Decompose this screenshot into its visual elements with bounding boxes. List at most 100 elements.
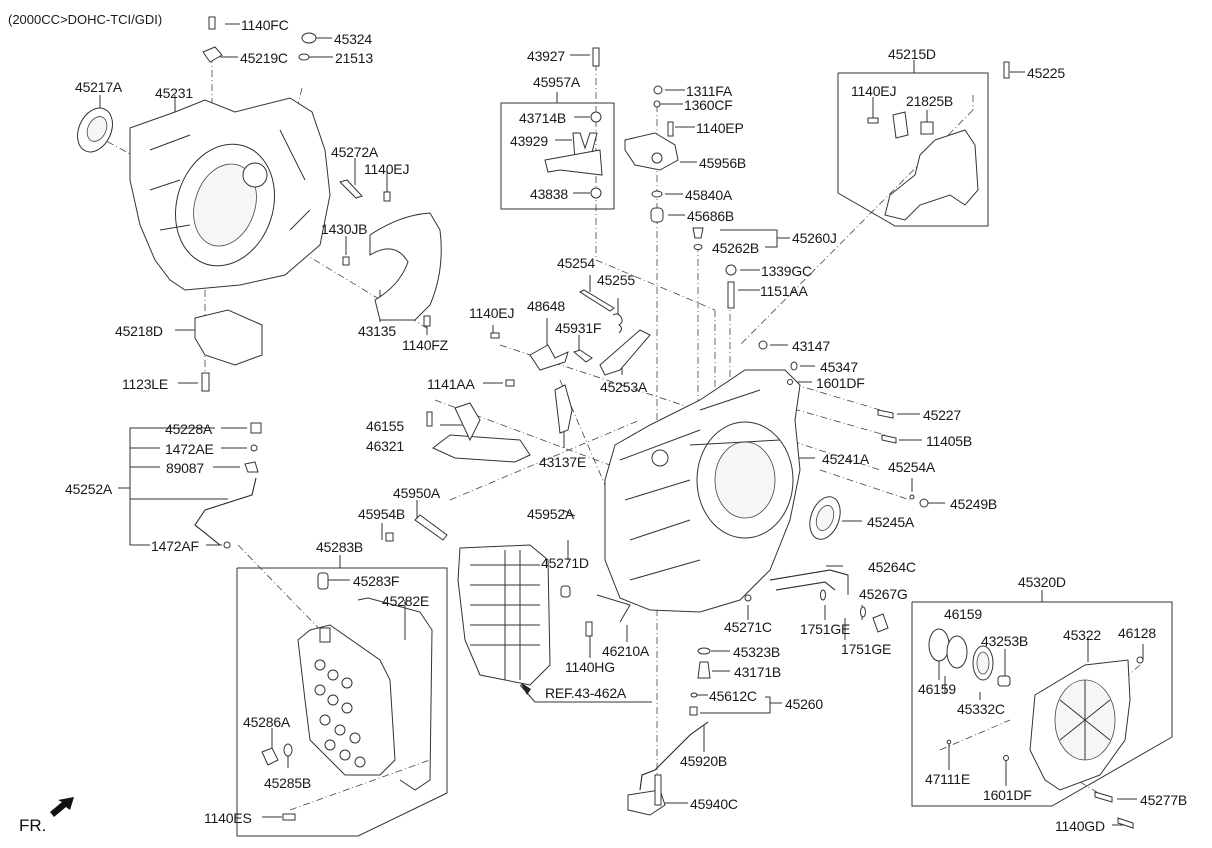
part-label-45217A[interactable]: 45217A xyxy=(75,79,123,95)
part-label-45260J[interactable]: 45260J xyxy=(792,230,837,246)
part-label-1140EP[interactable]: 1140EP xyxy=(696,120,744,136)
part-label-45245A[interactable]: 45245A xyxy=(867,514,915,530)
part-label-45272A[interactable]: 45272A xyxy=(331,144,379,160)
part-label-1360CF[interactable]: 1360CF xyxy=(684,97,733,113)
part-label-1123LE[interactable]: 1123LE xyxy=(122,376,169,392)
part-label-1430JB[interactable]: 1430JB xyxy=(321,221,368,237)
part-label-1472AE[interactable]: 1472AE xyxy=(165,441,214,457)
plug-45260 xyxy=(689,706,698,716)
part-label-45264C[interactable]: 45264C xyxy=(868,559,916,575)
part-label-45347[interactable]: 45347 xyxy=(820,359,858,375)
part-label-48648[interactable]: 48648 xyxy=(527,298,565,314)
part-label-1140GD[interactable]: 1140GD xyxy=(1055,818,1105,834)
part-label-43137E[interactable]: 43137E xyxy=(539,454,587,470)
part-label-45267G[interactable]: 45267G xyxy=(859,586,908,602)
part-label-45286A[interactable]: 45286A xyxy=(243,714,291,730)
bolt-45277B xyxy=(1094,791,1113,803)
part-label-45225[interactable]: 45225 xyxy=(1027,65,1065,81)
part-label-1311FA[interactable]: 1311FA xyxy=(686,83,733,99)
part-label-45255[interactable]: 45255 xyxy=(597,272,635,288)
part-label-45260[interactable]: 45260 xyxy=(785,696,823,712)
part-label-45252A[interactable]: 45252A xyxy=(65,481,113,497)
part-label-1751GE-b[interactable]: 1751GE xyxy=(841,641,892,657)
part-label-1140EJ-c[interactable]: 1140EJ xyxy=(469,305,515,321)
part-label-43135[interactable]: 43135 xyxy=(358,323,396,339)
part-label-46128[interactable]: 46128 xyxy=(1118,625,1156,641)
part-label-43929[interactable]: 43929 xyxy=(510,133,548,149)
part-label-46210A[interactable]: 46210A xyxy=(602,643,650,659)
part-label-89087[interactable]: 89087 xyxy=(166,460,204,476)
part-label-45320D[interactable]: 45320D xyxy=(1018,574,1066,590)
part-label-45254[interactable]: 45254 xyxy=(557,255,595,271)
part-label-45954B[interactable]: 45954B xyxy=(358,506,406,522)
part-label-46321[interactable]: 46321 xyxy=(366,438,404,454)
part-label-1140EJ[interactable]: 1140EJ xyxy=(364,161,410,177)
part-label-45940C[interactable]: 45940C xyxy=(690,796,738,812)
part-label-43714B[interactable]: 43714B xyxy=(519,110,567,126)
part-label-45283F[interactable]: 45283F xyxy=(353,573,400,589)
nut-1339GC xyxy=(725,264,737,276)
part-label-1141AA[interactable]: 1141AA xyxy=(427,376,475,392)
part-label-45931F[interactable]: 45931F xyxy=(555,320,602,336)
part-label-45322[interactable]: 45322 xyxy=(1063,627,1101,643)
part-label-45249B[interactable]: 45249B xyxy=(950,496,998,512)
part-label-45253A[interactable]: 45253A xyxy=(600,379,648,395)
part-label-45950A[interactable]: 45950A xyxy=(393,485,441,501)
part-label-43253B[interactable]: 43253B xyxy=(981,633,1029,649)
part-label-45218D[interactable]: 45218D xyxy=(115,323,163,339)
part-label-1140HG[interactable]: 1140HG xyxy=(565,659,615,675)
part-label-45228A[interactable]: 45228A xyxy=(165,421,213,437)
part-label-46159-b[interactable]: 46159 xyxy=(918,681,956,697)
plug-43171B xyxy=(697,661,711,679)
plug-45260J xyxy=(692,227,704,239)
part-label-11405B[interactable]: 11405B xyxy=(926,433,973,449)
part-label-45215D[interactable]: 45215D xyxy=(888,46,936,62)
part-label-45241A[interactable]: 45241A xyxy=(822,451,870,467)
reference-link[interactable]: REF.43-462A xyxy=(545,685,627,701)
part-label-45612C[interactable]: 45612C xyxy=(709,688,757,704)
part-label-45231[interactable]: 45231 xyxy=(155,85,193,101)
part-label-46155[interactable]: 46155 xyxy=(366,418,404,434)
bolt-46155 xyxy=(426,411,433,427)
part-label-1140EJ-b[interactable]: 1140EJ xyxy=(851,83,897,99)
part-label-1751GE-a[interactable]: 1751GE xyxy=(800,621,851,637)
part-label-43147[interactable]: 43147 xyxy=(792,338,830,354)
part-label-45285B[interactable]: 45285B xyxy=(264,775,312,791)
part-label-21513[interactable]: 21513 xyxy=(335,50,373,66)
part-label-45324[interactable]: 45324 xyxy=(334,31,372,47)
part-label-43171B[interactable]: 43171B xyxy=(734,664,782,680)
part-label-1140FZ[interactable]: 1140FZ xyxy=(402,337,449,353)
part-label-1472AF[interactable]: 1472AF xyxy=(151,538,199,554)
part-label-1601DF-a[interactable]: 1601DF xyxy=(816,375,865,391)
part-label-45323B[interactable]: 45323B xyxy=(733,644,781,660)
part-label-47111E[interactable]: 47111E xyxy=(925,771,970,787)
part-label-46159-a[interactable]: 46159 xyxy=(944,606,982,622)
part-label-45686B[interactable]: 45686B xyxy=(687,208,735,224)
front-housing-45231 xyxy=(129,97,331,291)
part-label-45840A[interactable]: 45840A xyxy=(685,187,733,203)
part-label-45920B[interactable]: 45920B xyxy=(680,753,728,769)
part-label-1601DF-b[interactable]: 1601DF xyxy=(983,787,1032,803)
part-label-45219C[interactable]: 45219C xyxy=(240,50,288,66)
bracket-45252A xyxy=(129,427,215,546)
group-box-45283B xyxy=(236,567,448,837)
part-label-1140FC[interactable]: 1140FC xyxy=(241,17,289,33)
part-label-21825B[interactable]: 21825B xyxy=(906,93,954,109)
part-label-45283B[interactable]: 45283B xyxy=(316,539,364,555)
part-label-1151AA[interactable]: 1151AA xyxy=(760,283,808,299)
part-label-45956B[interactable]: 45956B xyxy=(699,155,747,171)
part-label-45282E[interactable]: 45282E xyxy=(382,593,430,609)
part-label-45957A[interactable]: 45957A xyxy=(533,74,581,90)
part-label-45271D[interactable]: 45271D xyxy=(541,555,589,571)
part-label-45952A[interactable]: 45952A xyxy=(527,506,575,522)
part-label-45254A[interactable]: 45254A xyxy=(888,459,936,475)
part-label-45277B[interactable]: 45277B xyxy=(1140,792,1188,808)
part-label-43927[interactable]: 43927 xyxy=(527,48,565,64)
part-label-45332C[interactable]: 45332C xyxy=(957,701,1005,717)
part-label-1339GC[interactable]: 1339GC xyxy=(761,263,812,279)
part-label-45262B[interactable]: 45262B xyxy=(712,240,760,256)
part-label-1140ES[interactable]: 1140ES xyxy=(204,810,252,826)
part-label-45227[interactable]: 45227 xyxy=(923,407,961,423)
part-label-45271C[interactable]: 45271C xyxy=(724,619,772,635)
part-label-43838[interactable]: 43838 xyxy=(530,186,568,202)
